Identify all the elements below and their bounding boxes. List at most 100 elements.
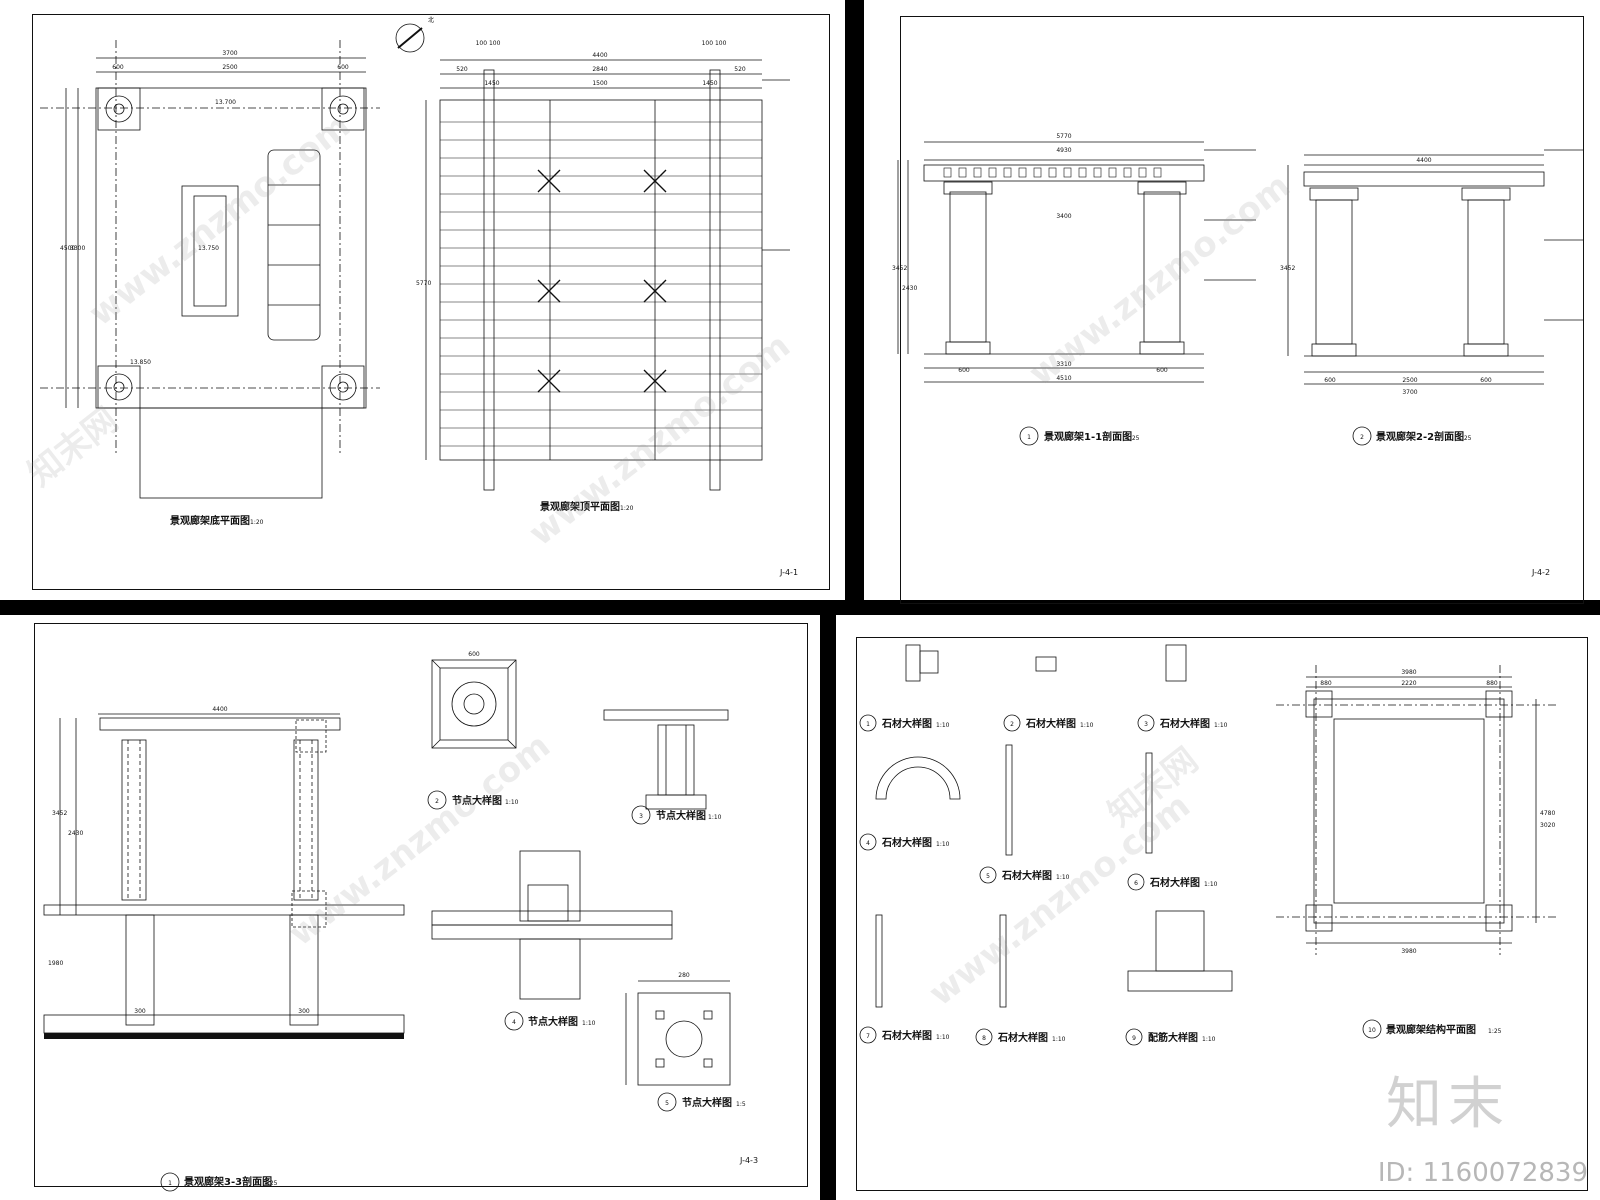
dim10-side: 4780	[1540, 810, 1555, 817]
dim2-l: 600	[1324, 377, 1336, 384]
d2-number: 2	[1010, 721, 1014, 728]
stone-drawing: 1 石材大样图 1:10 2 石材大样图 1:10 3 石材大样图 1:10 4…	[859, 644, 1556, 1046]
d5-scale: 1:10	[1056, 874, 1070, 881]
north-label: 北	[428, 16, 434, 24]
dim10-mid: 2220	[1401, 680, 1416, 687]
sheet-frame	[32, 14, 830, 590]
sheet-plan: 3700 600 2500 600 4500 3300 13.700 13.85…	[0, 0, 845, 600]
dim3-col2: 300	[298, 1008, 310, 1015]
dim2-h: 3452	[1280, 265, 1295, 272]
sheet-code-3: J-4-3	[739, 1156, 758, 1165]
d1-scale: 1:10	[936, 722, 950, 729]
dim-roof-h: 100 100	[702, 40, 727, 47]
d4-title: 石材大样图	[881, 836, 932, 849]
dim-roof-g: 100 100	[476, 40, 501, 47]
n3-title: 节点大样图	[656, 809, 706, 822]
dim10-side2: 3020	[1540, 822, 1555, 829]
d8-title: 石材大样图	[997, 1031, 1048, 1044]
plan-drawing: 3700 600 2500 600 4500 3300 13.700 13.85…	[40, 16, 798, 577]
elev-3: 13.750	[198, 245, 219, 252]
dim1-h2: 2430	[902, 285, 917, 292]
sec1-scale: 1:25	[1126, 435, 1140, 442]
n4-number: 4	[512, 1019, 516, 1026]
n4-title: 节点大样图	[528, 1015, 578, 1028]
dim1-r: 600	[1156, 367, 1168, 374]
sec1-number: 1	[1027, 434, 1031, 441]
n5-title: 节点大样图	[682, 1096, 732, 1109]
d1-title: 石材大样图	[881, 717, 932, 730]
d7-number: 7	[866, 1033, 870, 1040]
dim1-h: 3452	[892, 265, 907, 272]
dim10-l: 880	[1320, 680, 1332, 687]
dim10-r: 880	[1486, 680, 1498, 687]
d8-number: 8	[982, 1035, 986, 1042]
sheet-details: 4400 3452 2430 1980 300 300 600 280 1 景观…	[0, 615, 820, 1200]
dim3-n2w: 600	[468, 651, 480, 658]
d6-number: 6	[1134, 880, 1138, 887]
dim1-l: 600	[958, 367, 970, 374]
dim2-span: 2500	[1402, 377, 1417, 384]
dim1-bot: 3310	[1056, 361, 1071, 368]
d4-number: 4	[866, 840, 870, 847]
elev-2: 13.850	[130, 359, 151, 366]
dim3-col: 300	[134, 1008, 146, 1015]
roof-scale: 1:20	[620, 505, 634, 512]
d2-title: 石材大样图	[1025, 717, 1076, 730]
d4-scale: 1:10	[936, 841, 950, 848]
d10-title: 景观廊架结构平面图	[1386, 1023, 1476, 1036]
d3-scale: 1:10	[1214, 722, 1228, 729]
details-drawing: 4400 3452 2430 1980 300 300 600 280 1 景观…	[43, 651, 758, 1192]
dim2-top: 4400	[1416, 157, 1431, 164]
dim-plan-total: 3700	[222, 50, 237, 57]
dim-roof-side: 5770	[416, 280, 431, 287]
sheet-sections: 5770 4930 3400 3310 4510 600 600 3452 24…	[864, 0, 1600, 604]
elev-1: 13.700	[215, 99, 236, 106]
sec2-number: 2	[1360, 434, 1364, 441]
dim1-span: 3400	[1056, 213, 1071, 220]
roof-title: 景观廊架顶平面图	[540, 500, 620, 513]
dim-plan-height: 4500	[60, 245, 75, 252]
d3-title: 石材大样图	[1159, 717, 1210, 730]
sheet-stone-details: 1 石材大样图 1:10 2 石材大样图 1:10 3 石材大样图 1:10 4…	[836, 615, 1600, 1200]
d5-number: 5	[986, 873, 990, 880]
ground-fill	[44, 1033, 404, 1039]
dim-plan-b: 2500	[222, 64, 237, 71]
sec3-scale: 1:25	[264, 1180, 278, 1187]
dim-roof-f: 1450	[702, 80, 717, 87]
dim-roof-c: 520	[734, 66, 746, 73]
sec2-title: 景观廊架2-2剖面图	[1376, 430, 1464, 443]
d9-scale: 1:10	[1202, 1036, 1216, 1043]
n5-scale: 1:5	[736, 1101, 746, 1108]
sections-drawing: 5770 4930 3400 3310 4510 600 600 3452 24…	[892, 133, 1584, 577]
sec2-scale: 1:25	[1458, 435, 1472, 442]
n2-scale: 1:10	[505, 799, 519, 806]
d1-number: 1	[866, 721, 870, 728]
d6-title: 石材大样图	[1149, 876, 1200, 889]
d7-title: 石材大样图	[881, 1029, 932, 1042]
dim-plan-c: 600	[337, 64, 349, 71]
dim10-bot: 3980	[1401, 948, 1416, 955]
d3-number: 3	[1144, 721, 1148, 728]
dim3-top: 4400	[212, 706, 227, 713]
sheet-code-2: J-4-2	[1531, 568, 1550, 577]
n2-title: 节点大样图	[452, 794, 502, 807]
sec3-number: 1	[168, 1180, 172, 1187]
n4-scale: 1:10	[582, 1020, 596, 1027]
dim-roof-e: 1500	[592, 80, 607, 87]
d10-scale: 1:25	[1488, 1028, 1502, 1035]
dim2-r: 600	[1480, 377, 1492, 384]
dim-roof-a: 520	[456, 66, 468, 73]
dim3-h: 3452	[52, 810, 67, 817]
dim3-h2: 2430	[68, 830, 83, 837]
dim-plan-mid: 3300	[70, 245, 85, 252]
sec3-title: 景观廊架3-3剖面图	[184, 1175, 272, 1188]
d7-scale: 1:10	[936, 1034, 950, 1041]
sheet-frame	[34, 623, 808, 1187]
n2-number: 2	[435, 798, 439, 805]
n5-number: 5	[665, 1100, 669, 1107]
dim1-total: 4510	[1056, 375, 1071, 382]
dim3-depth: 1980	[48, 960, 63, 967]
d5-title: 石材大样图	[1001, 869, 1052, 882]
d6-scale: 1:10	[1204, 881, 1218, 888]
sheet-frame	[856, 637, 1588, 1191]
